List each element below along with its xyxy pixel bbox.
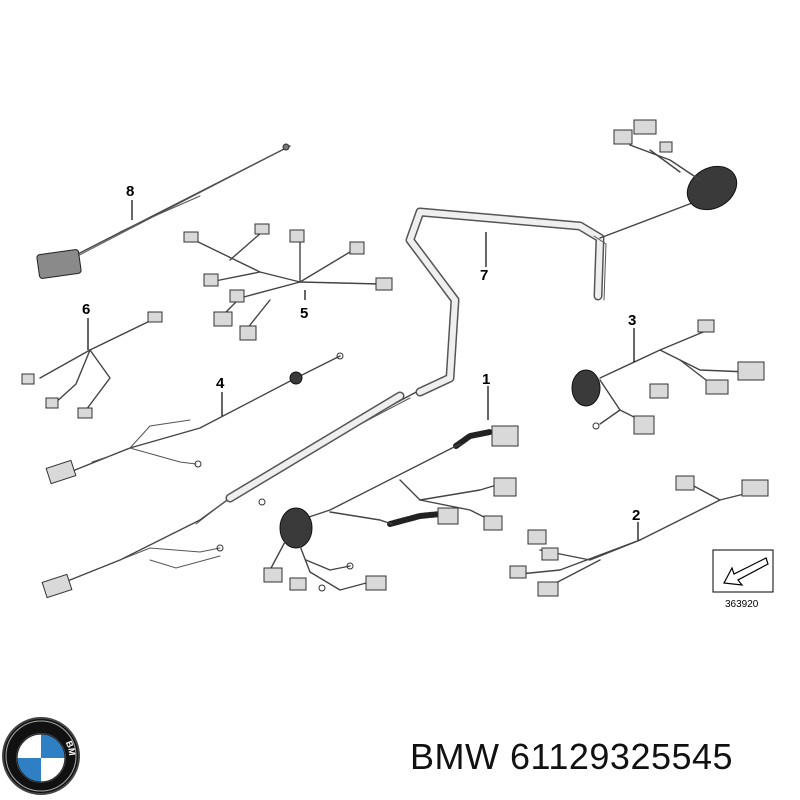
callout-2: 2 (632, 507, 640, 524)
brand-name: BMW (410, 736, 500, 777)
callout-8: 8 (126, 183, 134, 200)
leader-lines (87, 200, 639, 540)
callout-7: 7 (480, 267, 488, 284)
reference-box: 363920 (712, 549, 774, 610)
part-8-antenna-cable (36, 143, 291, 279)
part-7-routed-cable (405, 119, 738, 397)
reference-number: 363920 (725, 599, 759, 610)
part-number: 61129325545 (510, 736, 734, 777)
callout-4: 4 (216, 375, 225, 392)
part-1-harness (263, 425, 519, 592)
callout-1: 1 (482, 371, 490, 388)
callout-labels: 8 5 6 4 7 3 1 2 (82, 183, 640, 524)
bmw-logo-letters: BMW (0, 0, 77, 756)
part-2-harness (509, 475, 769, 597)
reference-arrow-icon (723, 557, 769, 586)
callout-6: 6 (82, 301, 90, 318)
brand-part-number-line: BMW 61129325545 (410, 736, 733, 778)
part-4-harness (45, 352, 344, 485)
callout-5: 5 (300, 305, 308, 322)
main-harness (41, 389, 421, 599)
part-5-harness (183, 223, 393, 341)
callout-3: 3 (628, 312, 636, 329)
part-3-harness (571, 319, 765, 435)
part-6-harness (21, 311, 163, 419)
bmw-logo: BMW (0, 0, 80, 795)
